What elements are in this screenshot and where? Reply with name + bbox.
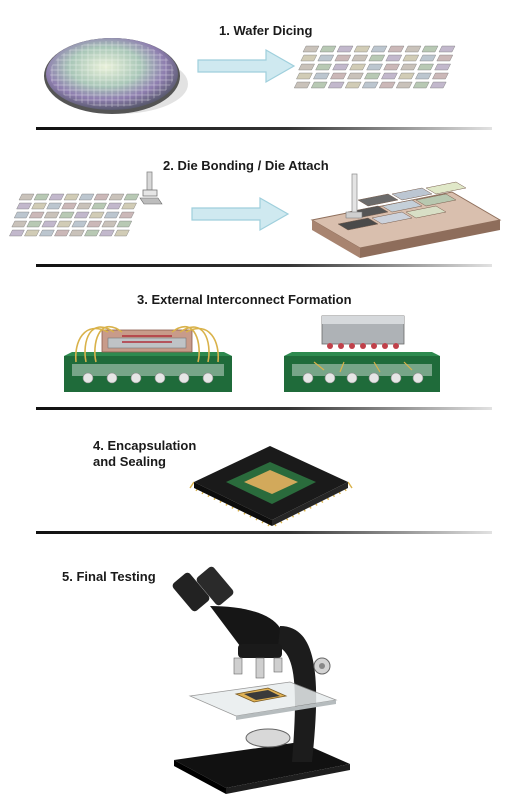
right-arrow-icon [197, 48, 296, 84]
step-title: 4. Encapsulation and Sealing [93, 438, 197, 469]
right-arrow-icon [191, 196, 290, 232]
section-divider [36, 264, 492, 267]
step-title: 5. Final Testing [62, 569, 156, 584]
wire-bond-icon [64, 325, 232, 392]
section-divider [36, 531, 492, 534]
flip-chip-icon [284, 315, 440, 392]
step-title: 2. Die Bonding / Die Attach [163, 158, 329, 173]
section-divider [36, 127, 492, 130]
package-substrate-icon [310, 173, 502, 258]
die-attach-tool-icon [139, 171, 163, 205]
step-title: 1. Wafer Dicing [219, 23, 313, 38]
qfp-chip-icon [189, 446, 353, 527]
diced-die-grid-icon [9, 193, 140, 237]
microscope-icon [172, 566, 350, 794]
section-divider [36, 407, 492, 410]
diced-die-grid-icon [293, 45, 456, 89]
silicon-wafer-icon [44, 38, 188, 114]
step-title: 3. External Interconnect Formation [137, 292, 352, 307]
